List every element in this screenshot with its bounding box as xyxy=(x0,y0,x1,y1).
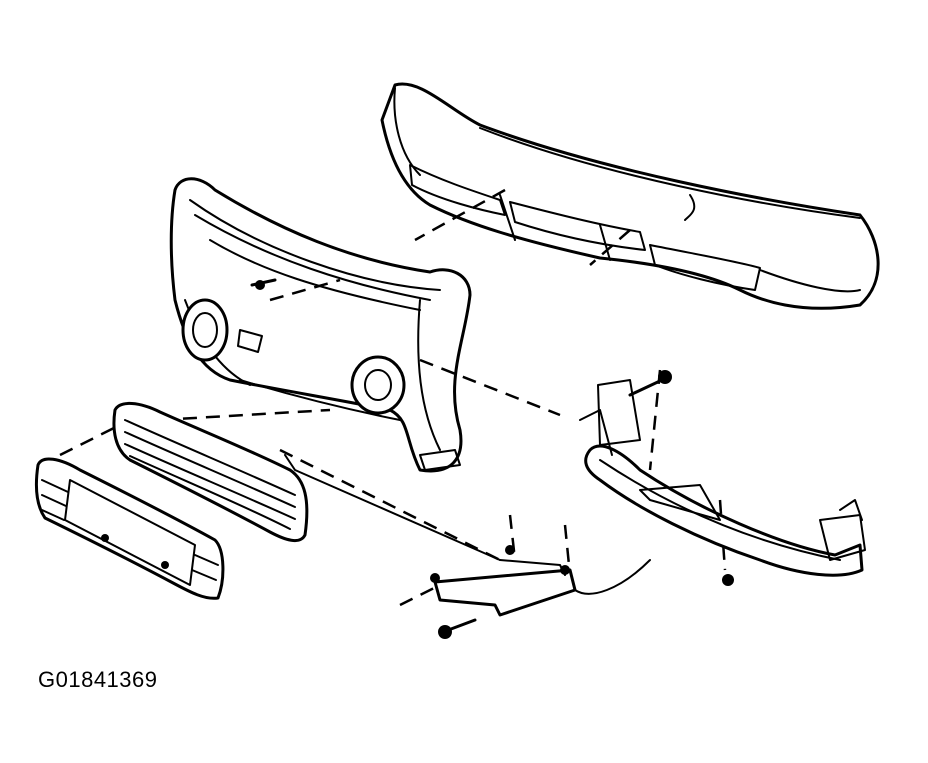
bumper-absorber xyxy=(169,177,472,473)
license-plate-bracket xyxy=(35,457,225,600)
bumper-grille xyxy=(112,402,309,543)
figure-id-label: G01841369 xyxy=(38,667,158,692)
impact-bar xyxy=(579,370,866,586)
lower-mounting-bracket xyxy=(284,454,651,639)
